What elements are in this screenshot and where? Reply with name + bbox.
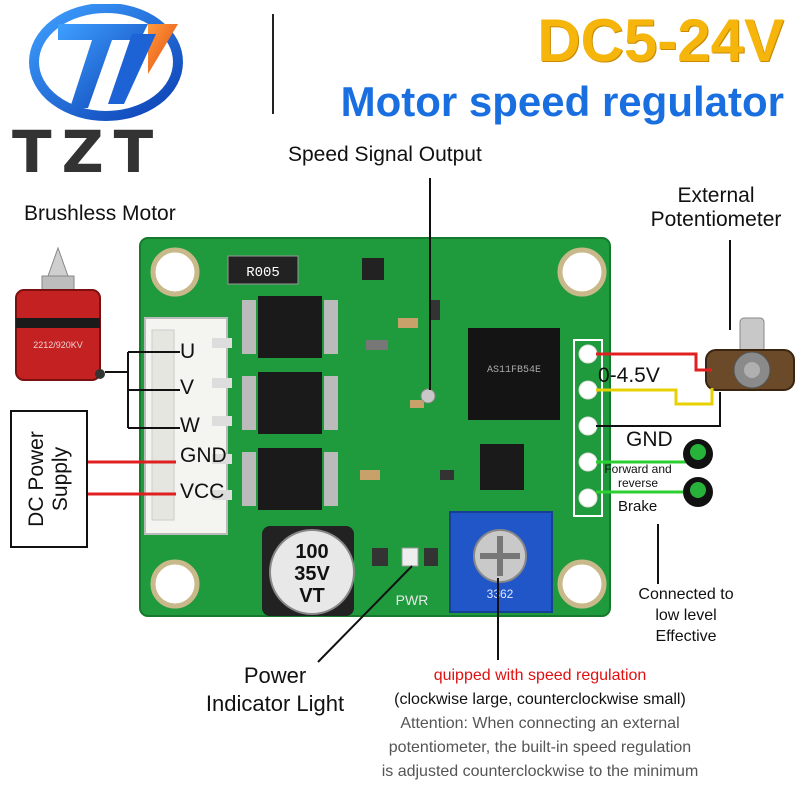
connected-low-level-label: Connected to low level Effective xyxy=(626,584,746,647)
pin-vcc-label: VCC xyxy=(180,480,225,503)
external-potentiometer-line1: External xyxy=(677,184,755,207)
power-wires xyxy=(86,460,176,496)
pwr-marking: PWR xyxy=(396,592,429,608)
forward-reverse-label: Forward and reverse xyxy=(596,462,680,490)
power-indicator-line1: Power xyxy=(243,663,307,688)
pin-u-label: U xyxy=(180,340,196,363)
control-header xyxy=(573,339,603,517)
note-line1: quipped with speed regulation xyxy=(433,667,647,684)
note-line3: Attention: When connecting an external xyxy=(400,715,680,732)
control-wires xyxy=(596,460,688,494)
capacitor-line1: 100 xyxy=(295,541,328,563)
forward-reverse-line2: reverse xyxy=(617,476,658,490)
resistor-marking: R005 xyxy=(246,265,280,281)
header-divider xyxy=(272,14,274,114)
power-indicator-line2: Indicator Light xyxy=(205,691,345,716)
brake-label: Brake xyxy=(618,498,658,515)
control-gnd-label: GND xyxy=(626,428,673,451)
pin-w-label: W xyxy=(180,414,200,437)
smd-components xyxy=(360,258,524,490)
power-indicator-label: Power Indicator Light xyxy=(190,662,360,718)
capacitor-line2: 35V xyxy=(294,563,330,585)
driver-chips xyxy=(242,296,338,510)
external-potentiometer-label: External Potentiometer xyxy=(636,184,796,232)
logo-text: TZT xyxy=(12,118,164,186)
main-ic: AS11FB54E xyxy=(468,328,560,420)
pin-gnd-label: GND xyxy=(180,444,227,467)
logo-emblem-icon xyxy=(29,4,183,121)
connector-pins xyxy=(212,338,232,500)
dc-power-supply-box: DC Power Supply xyxy=(10,410,88,548)
voltage-title: DC5-24V xyxy=(537,7,784,74)
dc-power-supply-line1: DC Power xyxy=(25,431,48,527)
note-line2: (clockwise large, counterclockwise small… xyxy=(394,691,686,708)
connected-line1: Connected to xyxy=(638,586,734,603)
voltage-range-label: 0-4.5V xyxy=(598,364,660,387)
note-line5: is adjusted counterclockwise to the mini… xyxy=(381,763,699,780)
trimmer-marking: 3362 xyxy=(487,587,514,601)
dc-power-supply-line2: Supply xyxy=(49,446,72,512)
product-title: Motor speed regulator xyxy=(340,78,784,125)
power-led: PWR xyxy=(372,547,438,608)
connected-line3: Effective xyxy=(655,628,717,645)
external-potentiometer-image xyxy=(705,317,795,391)
motor-marking: 2212/920KV xyxy=(33,340,83,350)
shunt-resistor: R005 xyxy=(227,255,299,285)
brushless-motor-image: 2212/920KV xyxy=(15,246,105,381)
chip-marking: AS11FB54E xyxy=(487,365,541,376)
brushless-motor-label: Brushless Motor xyxy=(24,202,176,225)
speed-regulation-notes: quipped with speed regulation (clockwise… xyxy=(360,664,720,784)
motor-phase-wires xyxy=(105,351,180,429)
push-buttons xyxy=(683,439,713,507)
external-potentiometer-line2: Potentiometer xyxy=(650,208,782,231)
connected-line2: low level xyxy=(655,607,717,624)
potentiometer-wires xyxy=(596,352,721,427)
forward-reverse-line1: Forward and xyxy=(604,462,672,476)
capacitor-line3: VT xyxy=(299,585,325,607)
speed-signal-output-label: Speed Signal Output xyxy=(288,143,482,166)
callout-lines xyxy=(317,178,731,663)
pin-v-label: V xyxy=(180,376,195,399)
electrolytic-capacitor: 100 35V VT xyxy=(262,526,355,616)
note-line4: potentiometer, the built-in speed regula… xyxy=(388,739,692,756)
trimmer-potentiometer: 3362 xyxy=(449,511,553,613)
